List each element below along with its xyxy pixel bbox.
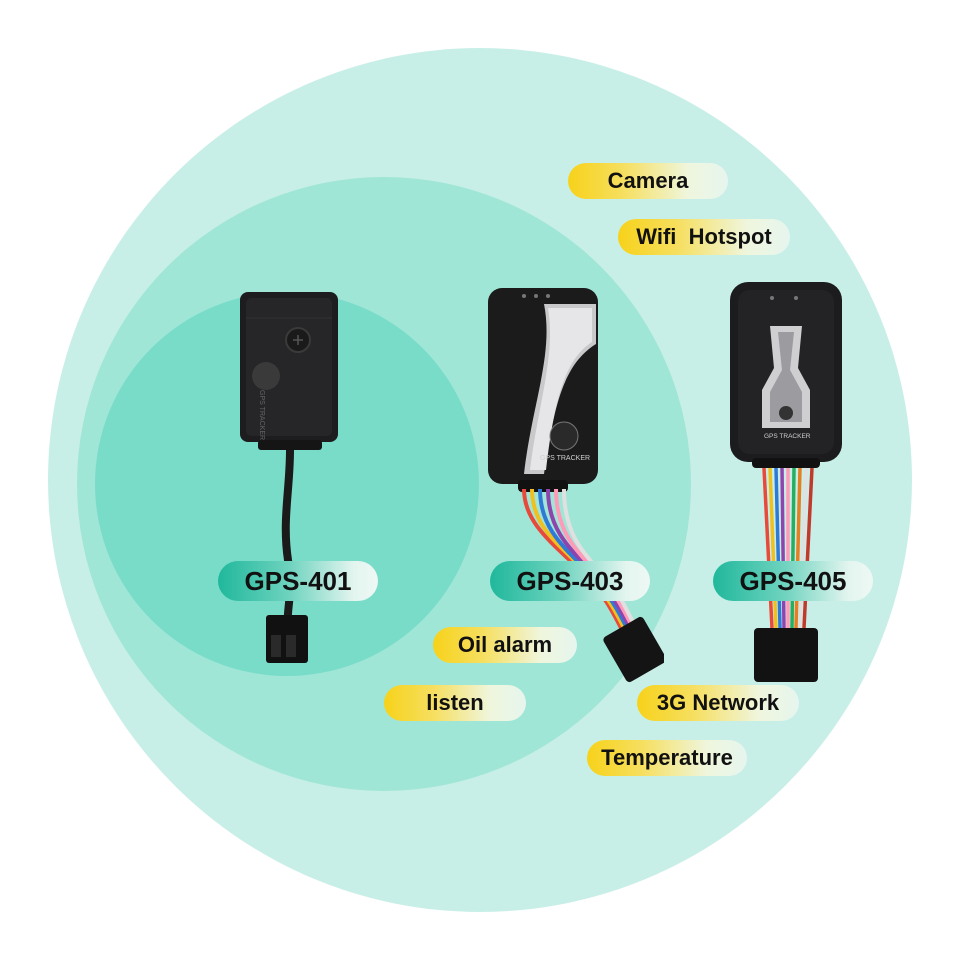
feature-camera-label: Camera xyxy=(607,168,689,193)
feature-listen-pill: listen xyxy=(384,685,526,721)
model-gps-405-pill: GPS-405 xyxy=(713,561,873,601)
feature-3g-network-pill: 3G Network xyxy=(637,685,799,721)
feature-3g-network-label: 3G Network xyxy=(656,690,780,715)
model-gps-401-pill: GPS-401 xyxy=(218,561,378,601)
model-gps-403-label: GPS-403 xyxy=(516,565,624,596)
feature-temperature-label: Temperature xyxy=(601,745,733,770)
feature-temperature-pill: Temperature xyxy=(587,740,747,776)
gps-403-logo-text: GPS TRACKER xyxy=(540,455,590,462)
feature-oil-alarm-label: Oil alarm xyxy=(457,632,553,657)
feature-listen-label: listen xyxy=(426,690,484,715)
model-gps-401-label: GPS-401 xyxy=(244,565,352,596)
feature-oil-alarm-pill: Oil alarm xyxy=(433,627,577,663)
gps-405-device-image: GPS TRACKER xyxy=(726,278,856,688)
gps-403-device-image: GPS TRACKER xyxy=(484,284,664,684)
gps-405-logo-text: GPS TRACKER xyxy=(764,433,811,440)
gps-401-logo-text: GPS TRACKER xyxy=(258,390,265,440)
model-gps-403-pill: GPS-403 xyxy=(490,561,650,601)
model-gps-405-label: GPS-405 xyxy=(739,565,847,596)
feature-wifi-hotspot-label: Wifi Hotspot xyxy=(636,224,772,249)
gps-401-device-image: GPS TRACKER xyxy=(238,290,348,670)
feature-wifi-hotspot-pill: Wifi Hotspot xyxy=(618,219,790,255)
feature-camera-pill: Camera xyxy=(568,163,728,199)
